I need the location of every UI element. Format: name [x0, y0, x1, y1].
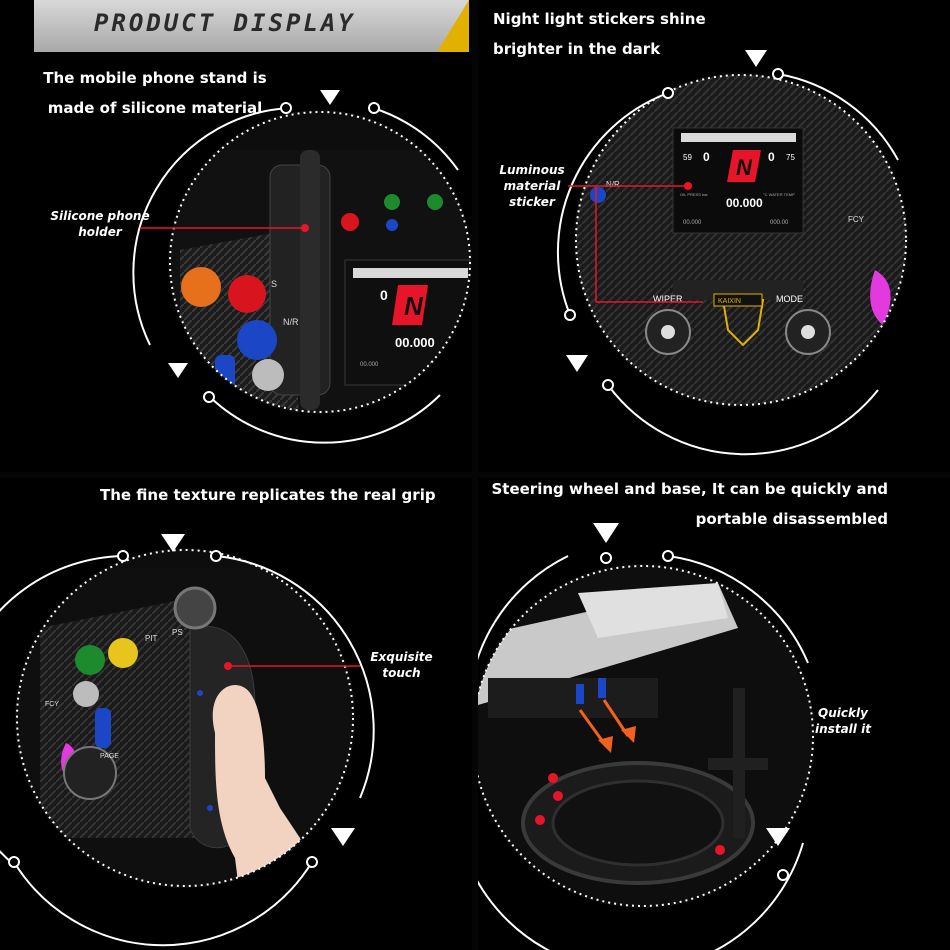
- dash-main-readout: 00.000: [395, 335, 435, 350]
- panel-phone-stand: N 0 00.000 00.000 000.00 N/R S: [0, 0, 472, 472]
- dash-sub-left: 00.000: [360, 362, 379, 368]
- fcy-label: FCY: [848, 215, 865, 224]
- triangle-marker-icon: [331, 828, 355, 846]
- panel-grip-texture: PIT PS FCY PAGE The fine texture replica…: [0, 478, 472, 950]
- dash-right-num: 0: [768, 150, 775, 164]
- product-display-banner: PRODUCT DISPLAY: [34, 0, 469, 52]
- ring-node-icon: [117, 550, 129, 562]
- kaixin-badge: KAIXIN: [718, 298, 741, 305]
- ring-node-icon: [662, 87, 674, 99]
- ring-node-icon: [368, 102, 380, 114]
- ring-node-icon: [777, 869, 789, 881]
- ring-node-icon: [8, 856, 20, 868]
- dash-water-label: °C WATER TEMP: [763, 192, 795, 197]
- banner-title: PRODUCT DISPLAY: [94, 9, 356, 37]
- banner-stripe: [437, 0, 469, 52]
- caption-grip-texture: The fine texture replicates the real gri…: [100, 486, 436, 504]
- gear-label: N: [404, 291, 424, 321]
- dash-oil-label: OIL PRESS bar: [680, 192, 709, 197]
- ring-node-icon: [600, 552, 612, 564]
- callout-quick-install: Quickly install it: [815, 706, 871, 736]
- dash-left-num: 59: [683, 153, 692, 162]
- callout-exquisite-touch: Exquisite touch: [370, 650, 433, 680]
- callout-silicone-holder: Silicone phone holder: [50, 209, 150, 239]
- dash-main-readout: 00.000: [726, 196, 763, 210]
- ring-node-icon: [210, 550, 222, 562]
- mode-label: MODE: [776, 294, 803, 304]
- triangle-marker-icon: [320, 90, 340, 105]
- triangle-marker-icon: [566, 355, 588, 372]
- triangle-marker-icon: [168, 363, 188, 378]
- panel-night-light: N 59 0 0 75 00.000 OIL PRESS bar °C WATE…: [478, 0, 950, 472]
- ring-node-icon: [203, 391, 215, 403]
- caption-night-light: Night light stickers shine brighter in t…: [493, 10, 706, 58]
- nr-label: N/R: [606, 180, 620, 189]
- dash-sub-left: 00.000: [683, 220, 702, 226]
- ring-node-icon: [306, 856, 318, 868]
- button-label-nr: N/R: [283, 317, 299, 327]
- speed-readout: 0: [380, 287, 388, 303]
- triangle-marker-icon: [161, 534, 185, 552]
- gear-label: N: [736, 155, 753, 180]
- triangle-marker-icon: [593, 523, 619, 543]
- callout-dot-icon: [684, 182, 692, 190]
- page-label: PAGE: [100, 753, 119, 760]
- ring-node-icon: [280, 102, 292, 114]
- ring-node-icon: [772, 68, 784, 80]
- caption-quick-assembly: Steering wheel and base, It can be quick…: [491, 480, 888, 528]
- panel-quick-assembly: Steering wheel and base, It can be quick…: [478, 478, 950, 950]
- grip-texture-photo: PIT PS FCY PAGE: [0, 534, 375, 947]
- callout-dot-icon: [224, 662, 232, 670]
- ring-node-icon: [602, 379, 614, 391]
- ps-label: PS: [172, 628, 183, 637]
- ring-node-icon: [662, 550, 674, 562]
- pit-label: PIT: [145, 634, 158, 643]
- dash-temp: 75: [786, 153, 795, 162]
- fcy-label: FCY: [45, 701, 59, 708]
- triangle-marker-icon: [745, 50, 767, 67]
- night-light-photo: N 59 0 0 75 00.000 OIL PRESS bar °C WATE…: [556, 50, 908, 456]
- speed-readout: 0: [703, 150, 710, 164]
- triangle-marker-icon: [766, 828, 790, 846]
- callout-luminous-sticker: Luminous material sticker: [499, 163, 565, 209]
- ring-node-icon: [564, 309, 576, 321]
- button-label-s: S: [271, 279, 277, 289]
- caption-phone-stand: The mobile phone stand is made of silico…: [43, 69, 267, 117]
- quick-assembly-photo: [478, 523, 815, 950]
- callout-dot-icon: [301, 224, 309, 232]
- wiper-label: WIPER: [653, 294, 683, 304]
- phone-stand-photo: N 0 00.000 00.000 000.00 N/R S: [132, 90, 472, 444]
- dash-sub-right: 000.00: [770, 220, 789, 226]
